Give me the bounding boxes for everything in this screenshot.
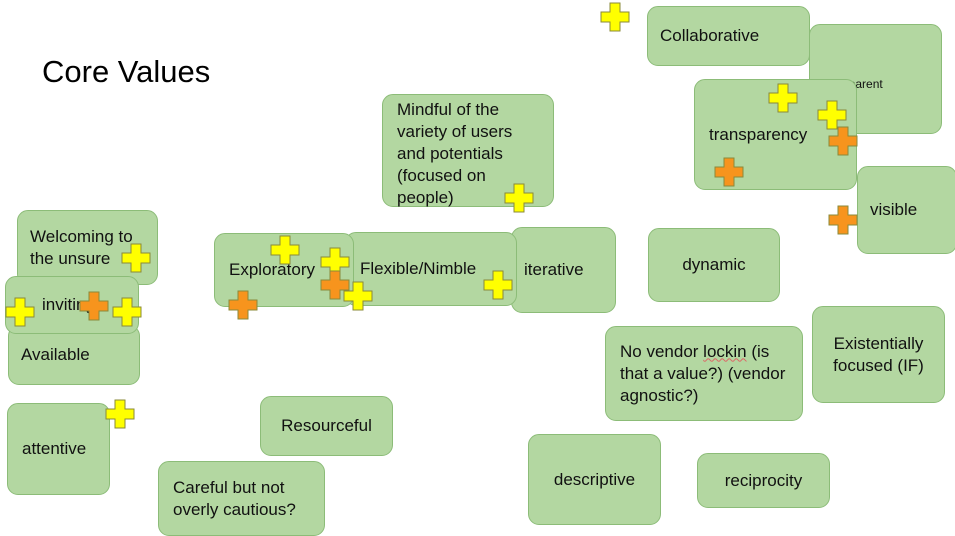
note-available[interactable]: Available (8, 325, 140, 385)
plus-icon (79, 291, 109, 321)
note-text: Existentially focused (IF) (833, 333, 924, 375)
note-careful[interactable]: Careful but not overly cautious? (158, 461, 325, 536)
note-inviting[interactable]: inviting (5, 276, 139, 334)
note-text: visible (870, 200, 918, 219)
note-text: Flexible/Nimble (360, 259, 477, 278)
note-text: Exploratory (229, 260, 315, 279)
note-text: Resourceful (281, 416, 372, 435)
note-visible[interactable]: visible (857, 166, 955, 254)
note-attentive[interactable]: attentive (7, 403, 110, 495)
plus-icon (228, 290, 258, 320)
note-text: reciprocity (724, 470, 803, 490)
note-existentially[interactable]: Existentially focused (IF) (812, 306, 945, 403)
note-text: Welcoming to the unsure (30, 226, 133, 268)
plus-icon (817, 100, 847, 130)
note-vendor-lockin[interactable]: No vendor lockin (is that a value?) (ven… (605, 326, 803, 421)
note-resourceful[interactable]: Resourceful (260, 396, 393, 456)
plus-icon (714, 157, 744, 187)
plus-icon (270, 235, 300, 265)
plus-icon (768, 83, 798, 113)
plus-icon (828, 126, 858, 156)
plus-icon (112, 297, 142, 327)
plus-icon (483, 270, 513, 300)
note-descriptive[interactable]: descriptive (528, 434, 661, 525)
note-text: dynamic (682, 255, 746, 274)
note-reciprocity[interactable]: reciprocity (697, 453, 830, 508)
plus-icon (504, 183, 534, 213)
note-text: Available (21, 345, 90, 364)
plus-icon (5, 297, 35, 327)
plus-icon (600, 2, 630, 32)
note-iterative[interactable]: iterative (511, 227, 616, 313)
note-text-a: No vendor (620, 341, 704, 361)
note-text: transparency (709, 124, 808, 144)
note-text: No vendor lockin (is that a value?) (ven… (620, 341, 788, 407)
note-mindful[interactable]: Mindful of the variety of users and pote… (382, 94, 554, 207)
note-dynamic[interactable]: dynamic (648, 228, 780, 302)
note-text-c: (is that a value?) (vendor agnostic?) (620, 341, 786, 405)
plus-icon (121, 243, 151, 273)
note-text: descriptive (553, 469, 636, 489)
note-text: Careful but not overly cautious? (173, 477, 296, 519)
plus-icon (320, 270, 350, 300)
note-text: attentive (22, 439, 87, 458)
slide-title: Core Values (42, 54, 211, 89)
note-collaborative[interactable]: Collaborative (647, 6, 810, 66)
note-text: Collaborative (660, 26, 760, 45)
note-flexible[interactable]: Flexible/Nimble (345, 232, 517, 306)
plus-icon (105, 399, 135, 429)
note-text: Mindful of the variety of users and pote… (397, 100, 513, 207)
plus-icon (343, 281, 373, 311)
misspelling-underline: lockin (703, 341, 747, 361)
note-text: iterative (524, 260, 584, 279)
plus-icon (828, 205, 858, 235)
